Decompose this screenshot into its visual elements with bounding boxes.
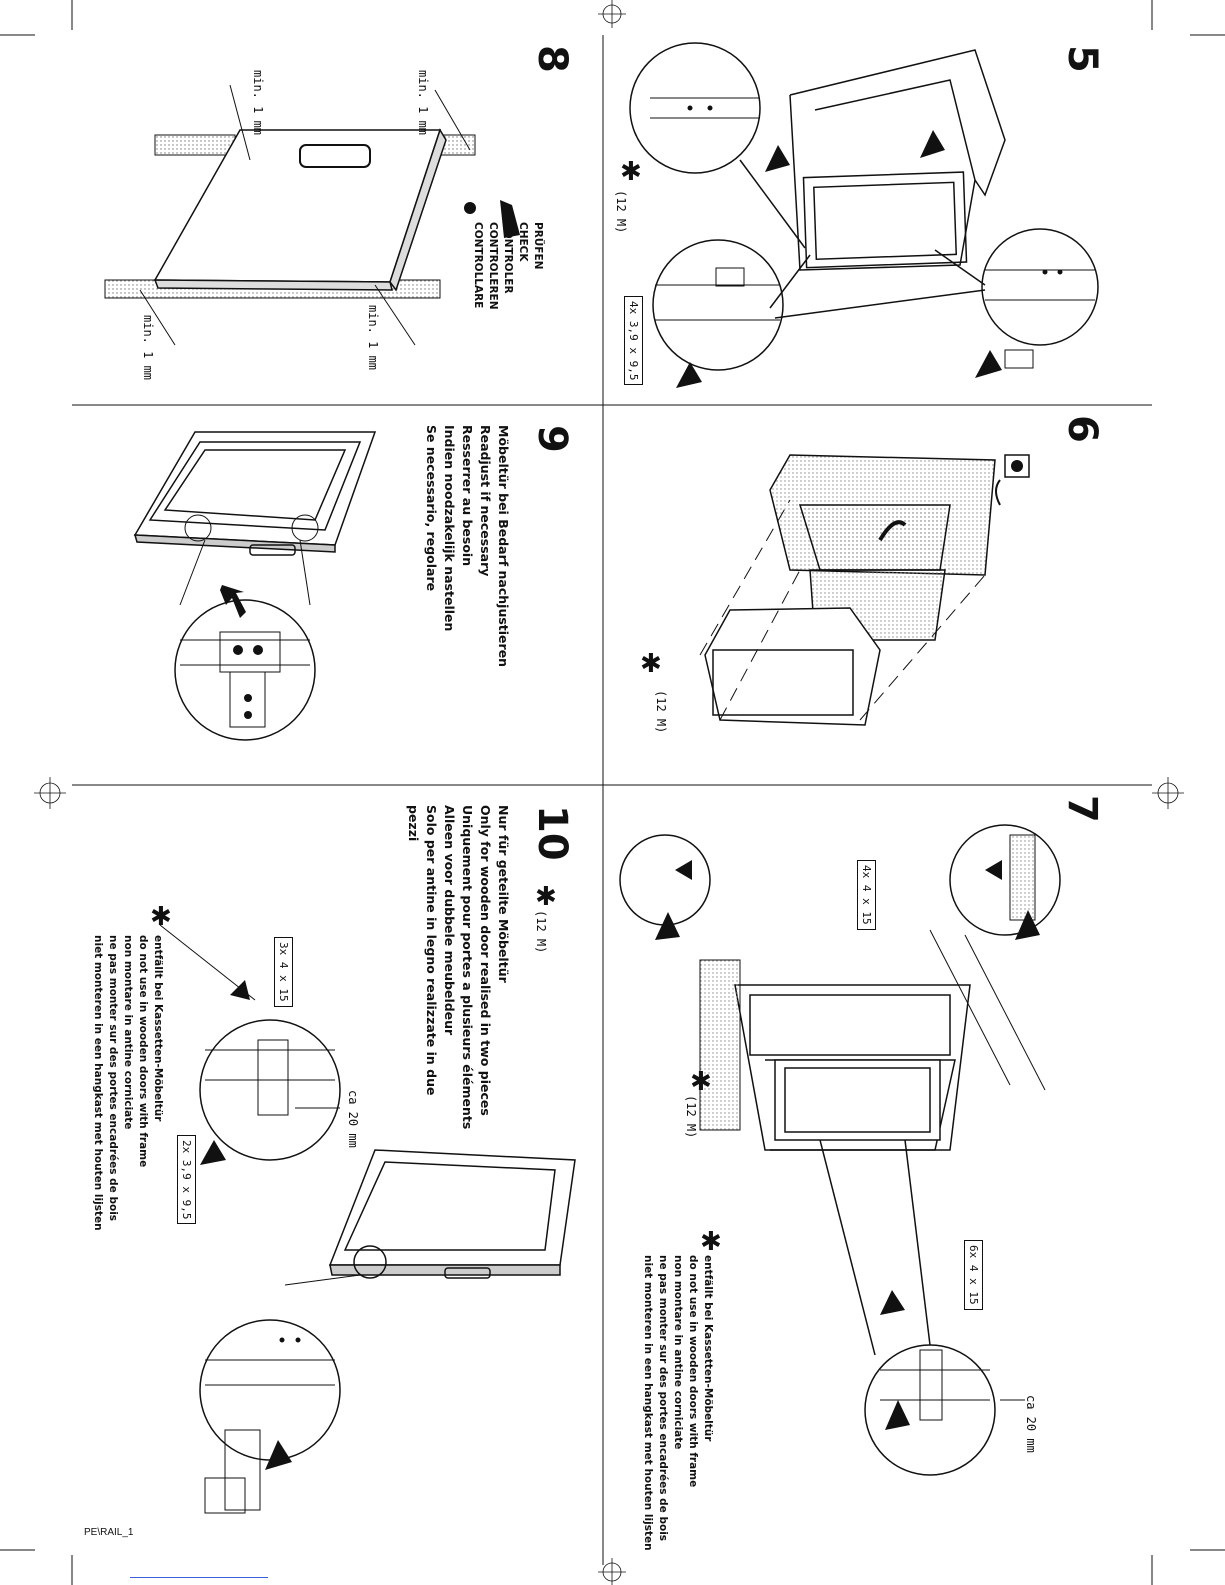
link-underline[interactable]	[130, 1577, 268, 1578]
step-10-line: Alleen voor dubbele meubeldeur	[442, 805, 457, 1036]
step-8-check-line: CONTROLEREN	[487, 222, 499, 310]
step-9-number: 9	[529, 425, 575, 453]
step-10-line: Only for wooden door realised in two pie…	[478, 805, 493, 1116]
step-10-note-line: entfällt bei Kassetten-Möbeltür	[152, 935, 164, 1122]
step-7-screw-bottom: 6x 4 x 15	[964, 1240, 983, 1310]
step-5-number: 5	[1059, 45, 1105, 73]
step-7-note-line: non montare in antine corniciate	[672, 1255, 684, 1450]
step-8-number: 8	[529, 45, 575, 73]
step-6-number: 6	[1059, 415, 1105, 443]
step-10-line: pezzi	[406, 805, 421, 842]
step-9-line: Readjust if necessary	[478, 425, 493, 577]
step-8-dim-bottomleft: min. 1 mm	[141, 315, 155, 381]
step-10-notes: entfällt bei Kassetten-Möbeltür do not u…	[90, 935, 165, 1231]
step-7-note-line: entfällt bei Kassetten-Möbeltür	[702, 1255, 714, 1442]
step-9-line: Möbeltür bei Bedarf nachjustieren	[496, 425, 511, 668]
step-8-check-line: CHECK	[517, 222, 529, 262]
step-10-screw-top: 3x 4 x 15	[274, 937, 293, 1007]
step-10-note-line: ne pas monter sur des portes encadrées d…	[107, 935, 119, 1222]
step-8-check-label: PRÜFEN CHECK CONTROLER CONTROLEREN CONTR…	[470, 222, 545, 310]
step-7-note-line: ne pas monter sur des portes encadrées d…	[657, 1255, 669, 1542]
step-10-line: Nur für geteilte Möbeltür	[496, 805, 511, 983]
step-8-check-line: CONTROLER	[502, 222, 514, 294]
step-7-notes: entfällt bei Kassetten-Möbeltür do not u…	[640, 1255, 715, 1551]
step-10-line: Uniquement pour portes a plusieurs éléme…	[460, 805, 475, 1130]
step-10-note-line: niet monteren in een hangkast met houten…	[92, 935, 104, 1231]
step-8-dim-topright: min. 1 mm	[416, 70, 430, 136]
step-10-number: 10	[529, 805, 575, 861]
step-5-note-12m: (12 M)	[614, 190, 628, 234]
step-10-dimension: ca 20 mm	[346, 1090, 360, 1148]
step-7-note-12m: (12 M)	[684, 1095, 698, 1139]
step-8-check-line: PRÜFEN	[532, 222, 544, 270]
step-8-dim-topleft: min. 1 mm	[251, 70, 265, 136]
step-8-check-line: CONTROLLARE	[472, 222, 484, 309]
step-7-dimension: ca 20 mm	[1024, 1395, 1038, 1453]
step-10-note-line: non montare in antine corniciate	[122, 935, 134, 1130]
step-7-note-line: niet monteren in een hangkast met houten…	[642, 1255, 654, 1551]
step-9-instructions: Möbeltür bei Bedarf nachjustieren Readju…	[422, 425, 512, 667]
step-6-note-12m: (12 M)	[654, 690, 668, 734]
step-10-note-line: do not use in wooden doors with frame	[137, 935, 149, 1168]
step-10-instructions: Nur für geteilte Möbeltür Only for woode…	[404, 805, 512, 1129]
step-7-note-line: do not use in wooden doors with frame	[687, 1255, 699, 1488]
step-10-note-12m: (12 M)	[534, 910, 548, 954]
step-9-line: Indien noodzakelijk nastellen	[442, 425, 457, 632]
step-7-number: 7	[1059, 795, 1105, 823]
step-7-screw-top: 4x 4 x 15	[857, 860, 876, 930]
step-10-line: Solo per antine in legno realizzate in d…	[424, 805, 439, 1096]
footer-code: PE\RAIL_1	[84, 1527, 134, 1538]
step-9-line: Se necessario, regolare	[424, 425, 439, 592]
step-8-dim-bottomright: min. 1 mm	[366, 305, 380, 371]
step-10-screw-bottom: 2x 3,9 x 9,5	[177, 1135, 196, 1225]
step-5-screw-label: 4x 3,9 x 9,5	[624, 296, 643, 386]
step-9-line: Resserrer au besoin	[460, 425, 475, 567]
